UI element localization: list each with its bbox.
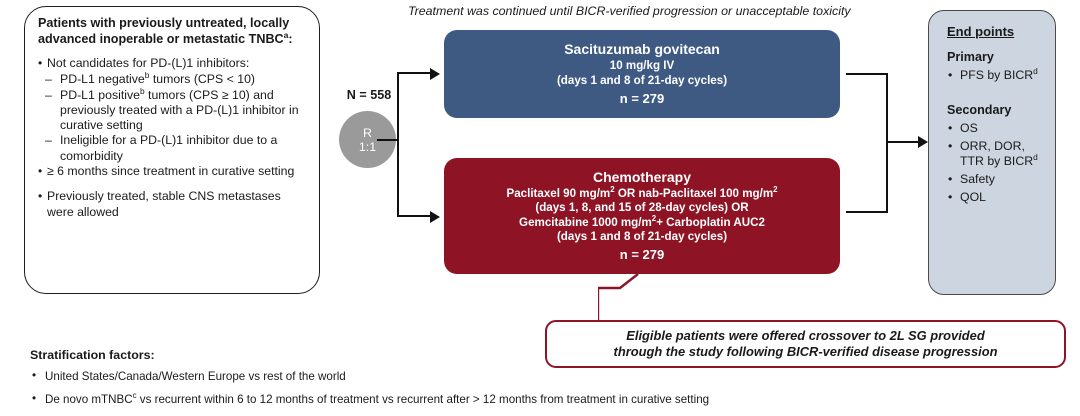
list-item: Safety [947,172,1047,187]
treatment-arm-chemotherapy: Chemotherapy Paclitaxel 90 mg/m2 OR nab-… [444,158,840,274]
list-item: ≥ 6 months since treatment in curative s… [38,164,308,180]
randomization-branch-bottom [397,215,433,218]
footnote-marker-d: d [1033,151,1038,162]
stratification-item-1: United States/Canada/Western Europe vs r… [45,370,346,383]
crossover-text: Eligible patients were offered crossover… [614,328,998,361]
arm-schedule-line-2: (days 1 and 8 of 21-day cycles) [556,229,728,243]
eligibility-item-1: Not candidates for PD-(L)1 inhibitors: [47,56,250,70]
crossover-line-2: through the study following BICR-verifie… [613,344,998,359]
endpoint-connector-middle [886,141,920,144]
endpoint-connector-top [846,73,888,76]
eligibility-subitem-1-rest: tumors (CPS < 10) [149,72,256,87]
eligibility-subitem-1: PD-L1 negative [60,72,145,87]
endpoints-panel: End points Primary PFS by BICRd Secondar… [928,10,1056,295]
endpoints-title: End points [947,24,1015,39]
randomization-connector-stem [397,73,400,217]
list-item: Ineligible for a PD-(L)1 inhibitor due t… [45,133,308,164]
endpoint-secondary-os: OS [960,121,978,135]
arm-schedule-line-1: (days 1, 8, and 15 of 28-day cycles) OR [535,201,749,215]
arrow-right-icon [430,210,440,223]
crossover-line-1: Eligible patients were offered crossover… [626,327,985,343]
eligibility-criteria-box: Patients with previously untreated, loca… [24,6,320,294]
eligibility-item-3: Previously treated, stable CNS metastase… [47,189,281,219]
randomization-branch-top [397,72,433,75]
eligibility-sublist: PD-L1 negativeb tumors (CPS < 10) PD-L1 … [38,70,308,164]
spacer [947,86,1047,103]
arm-title: Sacituzumab govitecan [564,41,720,58]
randomization-connector-stub [377,138,399,141]
stratification-item-2: De novo mTNBC [45,393,133,406]
list-item: PD-L1 negativeb tumors (CPS < 10) [45,70,308,88]
spacer [38,180,308,189]
randomization-letter: R [363,125,372,140]
footnote-marker-c: c [132,391,137,401]
footnote-marker-b: b [144,70,150,81]
footnote-marker-b: b [139,85,145,96]
chemo-paclitaxel-text: Paclitaxel 90 mg/m [506,186,611,200]
arm-sample-size: n = 279 [619,90,665,106]
chemo-gemcitabine-text: Gemcitabine 1000 mg/m [519,215,652,229]
chemo-carboplatin-text: + Carboplatin AUC2 [656,215,765,229]
randomization-ratio: 1:1 [358,139,377,154]
endpoint-secondary-safety: Safety [960,172,995,186]
stratification-title: Stratification factors: [30,348,155,362]
arm-schedule-line: (days 1 and 8 of 21-day cycles) [556,73,728,87]
footnote-marker-a: a [283,29,289,40]
crossover-pointer-line [598,274,639,321]
eligibility-subitem-3: Ineligible for a PD-(L)1 inhibitor due t… [60,133,278,163]
eligibility-title-colon: : [288,31,293,46]
eligibility-list: Not candidates for PD-(L)1 inhibitors: P… [38,55,308,220]
arrow-right-icon [430,67,440,80]
superscript-2: 2 [651,213,657,223]
list-item: ORR, DOR, TTR by BICRd [947,139,1047,169]
stratification-factors-block: Stratification factors: United States/Ca… [30,348,730,416]
arm-dose-line-1: Paclitaxel 90 mg/m2 OR nab-Paclitaxel 10… [506,184,778,201]
eligibility-subitem-2: PD-L1 positive [60,87,140,102]
chemo-nab-paclitaxel-text: OR nab-Paclitaxel 100 mg/m [614,186,774,200]
superscript-2: 2 [610,184,615,194]
list-item: Not candidates for PD-(L)1 inhibitors: [38,55,308,71]
superscript-2: 2 [773,184,778,194]
list-item: United States/Canada/Western Europe vs r… [30,369,730,384]
list-item: De novo mTNBCc vs recurrent within 6 to … [30,391,730,407]
endpoint-primary-pfs: PFS by BICR [960,68,1034,82]
list-item: PD-L1 positiveb tumors (CPS ≥ 10) and pr… [45,85,308,134]
eligibility-subitem-2-rest: tumors (CPS ≥ 10) and previously treated… [60,87,299,133]
endpoint-secondary-orr-dor: ORR, DOR, [960,139,1025,153]
total-enrollment-label: N = 558 [346,88,392,102]
treatment-arm-sacituzumab-govitecan: Sacituzumab govitecan 10 mg/kg IV (days … [444,30,840,118]
list-item: PFS by BICRd [947,65,1047,83]
endpoint-secondary-ttr: TTR by BICR [960,154,1034,168]
arm-dose-line: 10 mg/kg IV [609,59,675,73]
stratification-item-2-rest: vs recurrent within 6 to 12 months of tr… [136,393,710,406]
list-item: QOL [947,190,1047,205]
arm-dose-line-2: Gemcitabine 1000 mg/m2+ Carboplatin AUC2 [519,213,765,230]
arm-sample-size: n = 279 [619,247,665,263]
endpoint-connector-bottom [846,211,888,214]
list-item: Previously treated, stable CNS metastase… [38,189,308,220]
eligibility-title-text: Patients with previously untreated, loca… [38,16,290,46]
crossover-callout: Eligible patients were offered crossover… [545,320,1066,368]
endpoints-primary-heading: Primary [947,50,994,64]
arrow-right-icon [918,136,928,148]
endpoints-secondary-heading: Secondary [947,103,1012,117]
treatment-duration-caption: Treatment was continued until BICR-verif… [408,4,851,18]
list-item: OS [947,121,1047,136]
endpoint-secondary-qol: QOL [960,190,986,204]
eligibility-title: Patients with previously untreated, loca… [38,16,308,47]
footnote-marker-d: d [1033,65,1038,76]
arm-title: Chemotherapy [592,168,692,185]
eligibility-item-2: ≥ 6 months since treatment in curative s… [47,164,295,179]
